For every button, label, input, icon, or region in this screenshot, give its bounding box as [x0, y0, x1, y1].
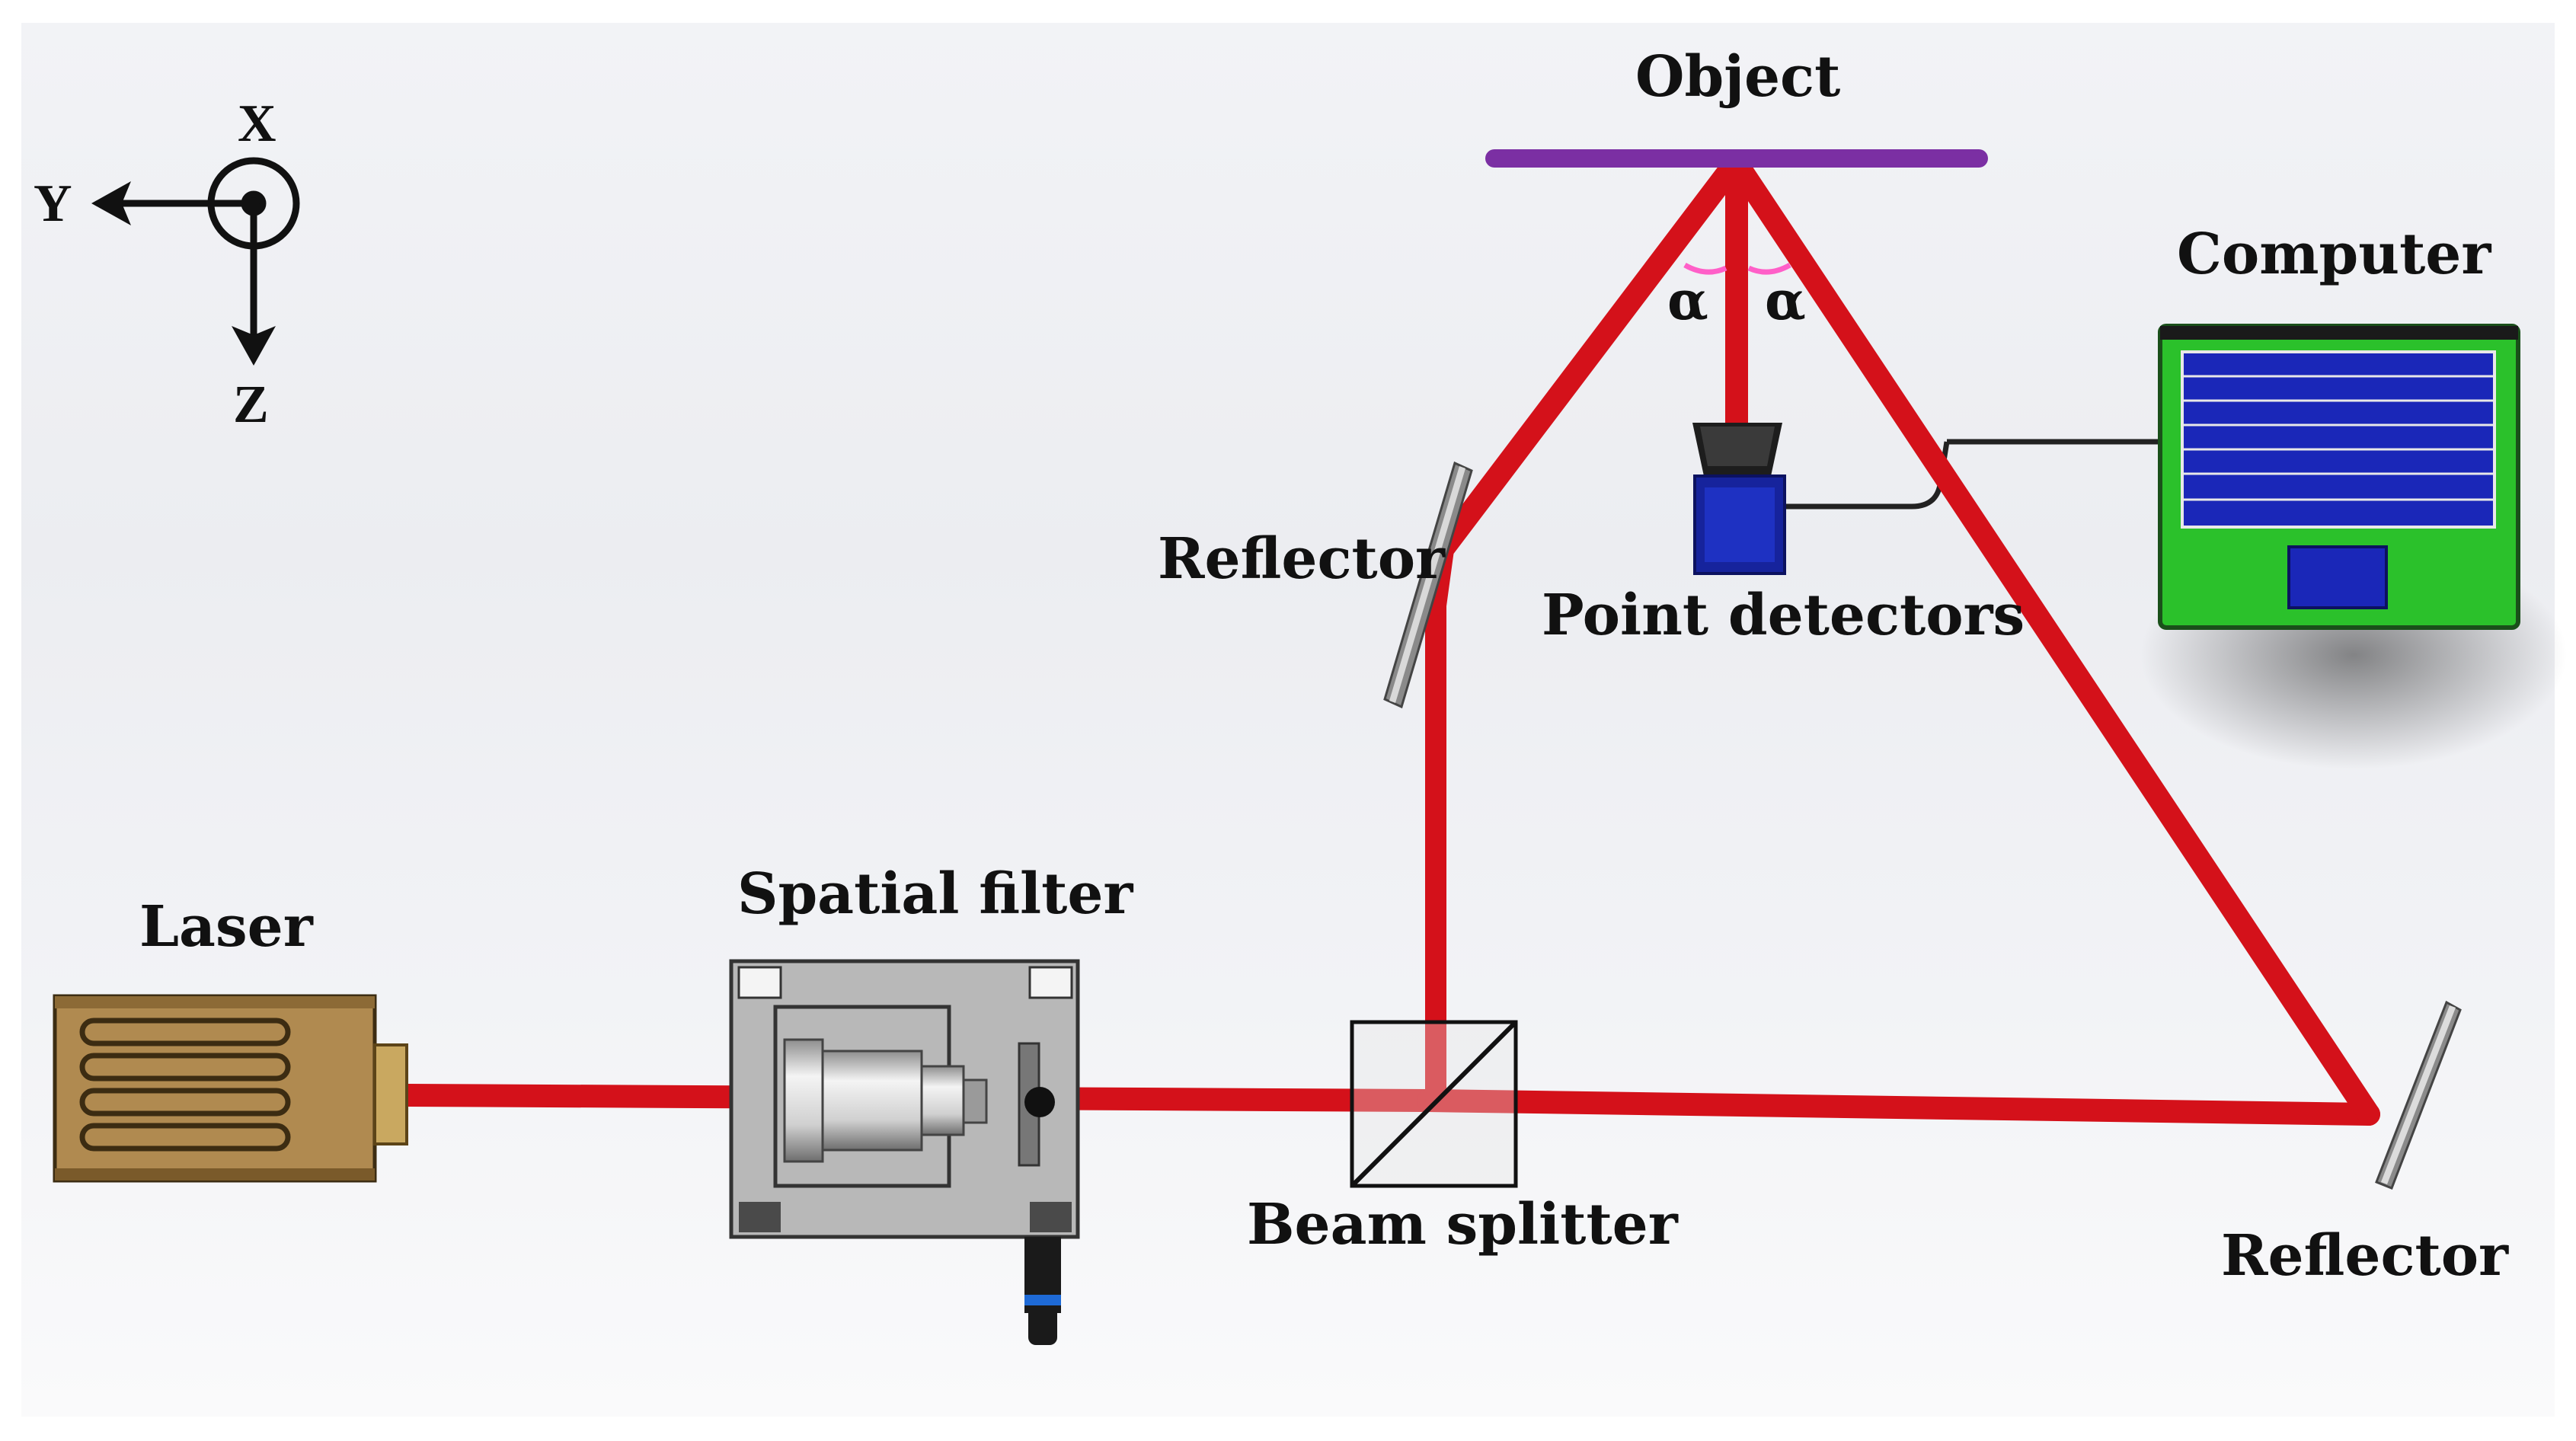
- point-detectors-label: Point detectors: [1542, 583, 2025, 648]
- diagram-background: [21, 23, 2555, 1417]
- z-axis-label: Z: [233, 375, 269, 434]
- beam-splitter-label: Beam splitter: [1247, 1192, 1678, 1257]
- angle-arc-left: [1683, 262, 1727, 275]
- point-detector: [1692, 423, 1786, 575]
- y-axis-label: Y: [34, 174, 72, 233]
- beam-reflector-to-object: [1432, 158, 1742, 560]
- reflector-bottom: [2375, 1000, 2462, 1190]
- coordinate-axes: [91, 157, 300, 366]
- laser-beams: [396, 158, 2380, 1126]
- x-axis-label: X: [238, 94, 276, 153]
- spatial-filter: [729, 959, 1080, 1345]
- alpha-right-label: α: [1765, 269, 1806, 332]
- angle-arc-right: [1747, 262, 1791, 275]
- beam-splitter-cube: [1350, 1020, 1518, 1188]
- cables: [1782, 439, 2163, 510]
- alpha-left-label: α: [1667, 269, 1708, 332]
- reflector-top: [1383, 461, 1473, 709]
- y-axis-arrowhead: [91, 181, 131, 225]
- laser-source: [53, 994, 408, 1183]
- object-plate: [1485, 149, 1988, 168]
- reflector-top-label: Reflector: [1158, 526, 1446, 592]
- beam-reflector-bottom-to-object: [1729, 158, 2380, 1126]
- object-label: Object: [1635, 44, 1841, 110]
- z-axis-arrowhead: [232, 326, 276, 366]
- computer-label: Computer: [2177, 222, 2491, 287]
- reflector-bottom-label: Reflector: [2221, 1223, 2509, 1289]
- beam-splitter-to-reflector: [1417, 1089, 2380, 1126]
- computer: [2158, 324, 2520, 630]
- laser-label: Laser: [139, 894, 313, 960]
- keyboard-keys: [2182, 375, 2495, 501]
- spatial-filter-label: Spatial filter: [737, 861, 1133, 927]
